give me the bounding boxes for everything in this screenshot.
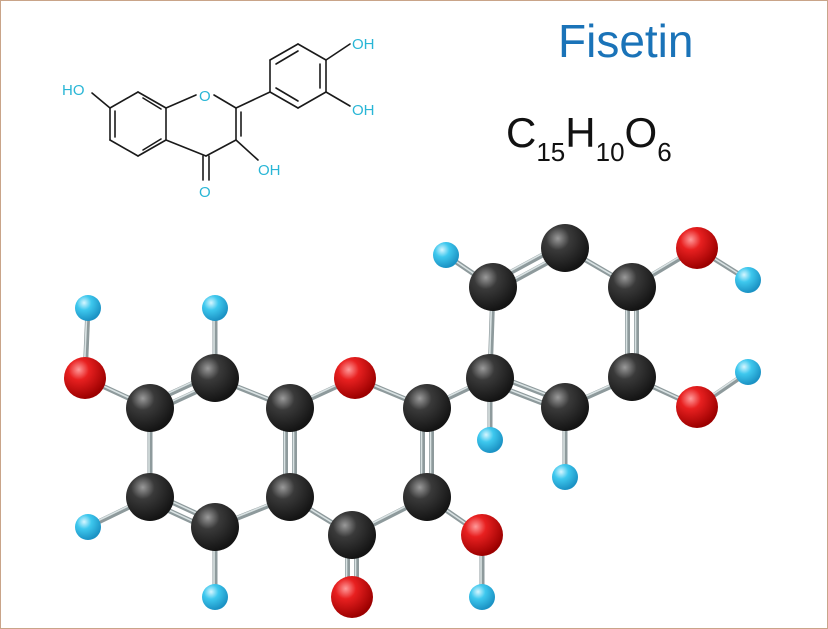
model-atoms (64, 224, 761, 618)
carbon-atom-c12 (541, 224, 589, 272)
molecular-formula: C15H10O6 (506, 109, 672, 166)
hydrogen-atom-h9 (735, 267, 761, 293)
formula-element-c: C (506, 109, 537, 156)
carbon-atom-c4 (266, 473, 314, 521)
carbon-atom-c11 (469, 263, 517, 311)
label-oh-bottom: OH (258, 162, 281, 179)
carbon-atom-c2 (191, 354, 239, 402)
hydrogen-atom-h6 (433, 242, 459, 268)
formula-element-h: H (565, 109, 596, 156)
carbon-atom-c3 (266, 384, 314, 432)
carbon-atom-c9 (328, 511, 376, 559)
label-oh-mid: OH (352, 102, 375, 119)
skeletal-bonds (91, 43, 351, 181)
oxygen-atom-o5 (676, 227, 718, 269)
hydrogen-atom-h10 (735, 359, 761, 385)
formula-element-o: O (624, 109, 658, 156)
label-ho-left: HO (62, 82, 85, 99)
oxygen-atom-o1 (334, 357, 376, 399)
hydrogen-atom-h7 (477, 427, 503, 453)
hydrogen-atom-h3 (75, 514, 101, 540)
hydrogen-atom-h5 (469, 584, 495, 610)
oxygen-atom-o2 (331, 576, 373, 618)
hydrogen-atom-h4 (202, 584, 228, 610)
hydrogen-atom-h8 (552, 464, 578, 490)
carbon-atom-c14 (608, 353, 656, 401)
hydrogen-atom-h2 (202, 295, 228, 321)
oxygen-atom-o3 (461, 514, 503, 556)
compound-name: Fisetin (558, 15, 694, 67)
carbon-atom-c1 (126, 384, 174, 432)
label-ring-oxygen: O (199, 88, 211, 105)
carbon-atom-c15 (541, 383, 589, 431)
label-oh-top: OH (352, 36, 375, 53)
carbon-atom-c6 (126, 473, 174, 521)
oxygen-atom-o6 (676, 386, 718, 428)
hydrogen-atom-h1 (75, 295, 101, 321)
formula-count-o: 6 (657, 137, 672, 167)
carbon-atom-c13 (608, 263, 656, 311)
carbon-atom-c7 (403, 384, 451, 432)
carbon-atom-c5 (191, 503, 239, 551)
label-carbonyl-oxygen: O (199, 184, 211, 201)
carbon-atom-c10 (466, 354, 514, 402)
formula-count-c: 15 (536, 137, 566, 167)
formula-count-h: 10 (595, 137, 625, 167)
oxygen-atom-o4 (64, 357, 106, 399)
carbon-atom-c8 (403, 473, 451, 521)
